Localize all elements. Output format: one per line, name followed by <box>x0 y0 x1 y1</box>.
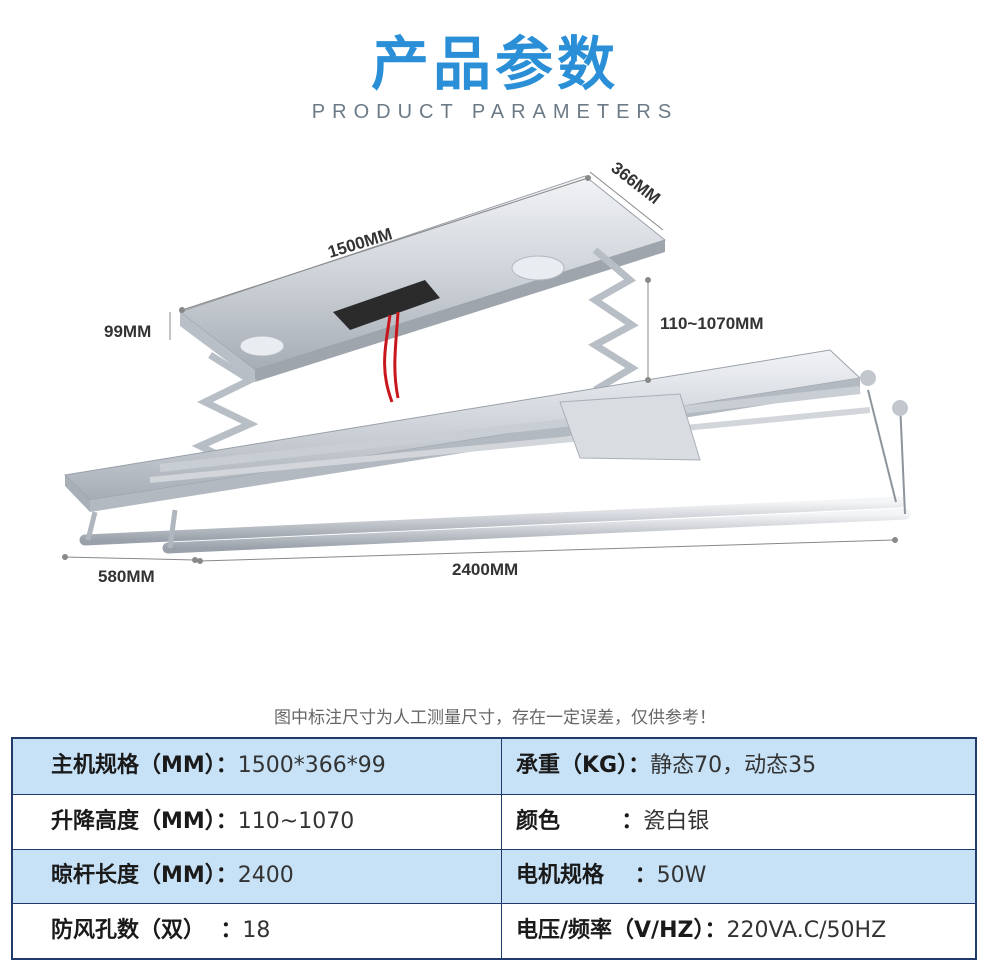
spec-cell: 升降高度（MM）： 110~1070 <box>13 794 502 849</box>
spec-value: 2400 <box>237 863 294 889</box>
dim-rack-length: 2400MM <box>452 560 518 579</box>
scissor-lift-right <box>588 247 639 394</box>
spec-value: 1500*366*99 <box>237 753 386 779</box>
measurement-note: 图中标注尺寸为人工测量尺寸，存在一定误差，仅供参考！ <box>274 708 716 728</box>
dim-height: 99MM <box>104 322 151 341</box>
spec-value: 瓷白银 <box>643 808 710 834</box>
dim-rack-width: 580MM <box>98 567 155 586</box>
spec-cell: 防风孔数（双） ： 18 <box>13 904 502 958</box>
spec-label: 主机规格（MM）： <box>51 753 238 779</box>
spec-cell: 电机规格 ： 50W <box>502 850 975 904</box>
spec-cell: 电压/频率（V/HZ）： 220VA.C/50HZ <box>502 904 975 958</box>
spec-table: 主机规格（MM）： 1500*366*99 承重（KG）： 静态70，动态35 … <box>11 737 977 960</box>
spec-label: 承重（KG）： <box>516 753 651 779</box>
spec-label: 防风孔数（双） ： <box>51 918 243 944</box>
spec-value: 50W <box>656 863 707 889</box>
drying-rack <box>63 349 911 554</box>
spec-label: 升降高度（MM）： <box>51 808 238 834</box>
spec-value: 静态70，动态35 <box>650 753 817 779</box>
page-title: 产品参数 <box>370 30 619 98</box>
dimension-lines <box>62 171 898 564</box>
spec-label: 电机规格 ： <box>516 863 657 889</box>
page-subtitle: PRODUCT PARAMETERS <box>311 101 679 123</box>
spec-row: 主机规格（MM）： 1500*366*99 承重（KG）： 静态70，动态35 <box>13 739 975 794</box>
spec-cell: 颜色 ： 瓷白银 <box>502 795 975 849</box>
product-diagram: 1500MM 366MM 99MM 110~1070MM 580MM 2400M… <box>62 158 911 586</box>
spec-value: 110~1070 <box>237 808 355 834</box>
spec-row: 升降高度（MM）： 110~1070 颜色 ： 瓷白银 <box>13 793 975 849</box>
spec-value: 18 <box>242 918 271 944</box>
spec-cell: 主机规格（MM）： 1500*366*99 <box>13 739 502 794</box>
spec-row: 晾杆长度（MM）： 2400 电机规格 ： 50W <box>13 848 975 904</box>
main-unit <box>178 175 667 403</box>
spec-cell: 晾杆长度（MM）： 2400 <box>13 849 502 904</box>
spec-label: 晾杆长度（MM）： <box>51 863 238 889</box>
power-cable <box>383 314 394 403</box>
spec-value: 220VA.C/50HZ <box>726 918 887 944</box>
dim-lift: 110~1070MM <box>660 314 764 333</box>
control-panel <box>333 280 440 330</box>
spec-cell: 承重（KG）： 静态70，动态35 <box>502 739 975 794</box>
spec-label: 颜色 ： <box>516 808 644 834</box>
spec-row: 防风孔数（双） ： 18 电压/频率（V/HZ）： 220VA.C/50HZ <box>13 903 975 958</box>
spec-label: 电压/频率（V/HZ）： <box>516 918 727 944</box>
